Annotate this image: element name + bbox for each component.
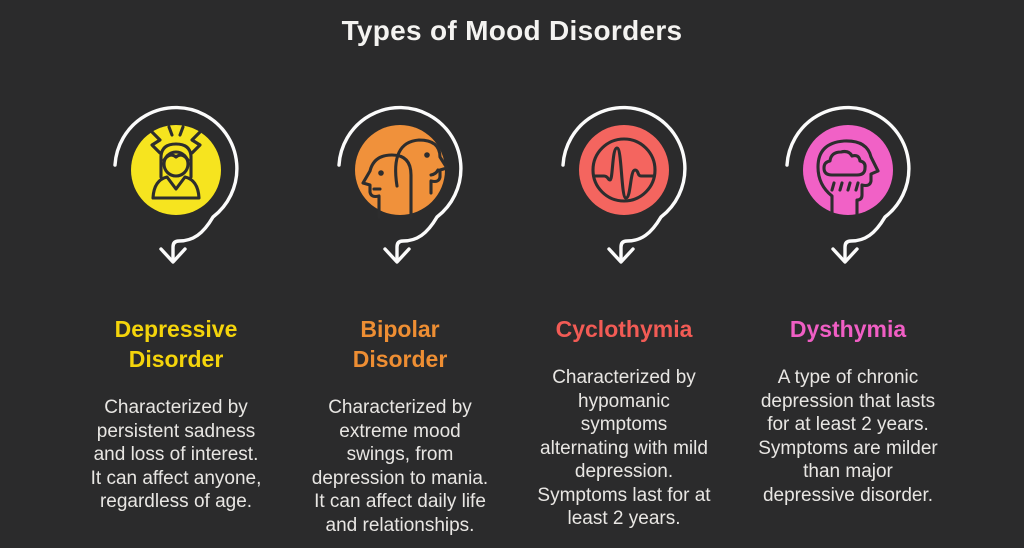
- column-cyclothymia: Cyclothymia Characterized by hypomanic s…: [512, 94, 736, 537]
- column-title-depressive-disorder: Depressive Disorder: [114, 316, 238, 372]
- loop-circle-arrow: [561, 105, 687, 261]
- page-title: Types of Mood Disorders: [341, 15, 683, 46]
- column-title-cyclothymia: Cyclothymia: [555, 316, 693, 342]
- arrow-down-icon: [383, 247, 411, 264]
- depressive-disorder-badge: [113, 105, 239, 264]
- column-title-bipolar-disorder: Bipolar Disorder: [352, 316, 448, 372]
- loop-circle-arrow: [113, 105, 239, 261]
- cyclothymia-badge: [561, 105, 687, 264]
- arrow-down-icon: [159, 247, 187, 264]
- column-bipolar-disorder: Bipolar Disorder Characterized by extrem…: [288, 94, 512, 537]
- dysthymia-badge: [785, 105, 911, 264]
- stressed-person-icon: [150, 125, 202, 200]
- icon-circle-bg: [355, 125, 445, 215]
- bipolar-disorder-badge: [337, 105, 463, 264]
- column-title-dysthymia: Dysthymia: [789, 316, 907, 342]
- column-description-dysthymia: A type of chronic depression that lasts …: [758, 367, 938, 506]
- column-depressive-disorder: Depressive Disorder Characterized by per…: [64, 94, 288, 537]
- mood-wave-icon: [591, 137, 657, 203]
- column-description-depressive-disorder: Characterized by persistent sadness and …: [90, 397, 262, 512]
- column-description-bipolar-disorder: Characterized by extreme mood swings, fr…: [311, 397, 489, 536]
- loop-circle-arrow: [785, 105, 911, 261]
- column-description-cyclothymia: Characterized by hypomanic symptoms alte…: [537, 367, 711, 529]
- columns-row: Depressive Disorder Characterized by per…: [64, 94, 960, 537]
- rain-cloud-head-icon: [816, 139, 880, 216]
- arrow-down-icon: [607, 247, 635, 264]
- arrow-down-icon: [831, 247, 859, 264]
- icon-circle-bg: [131, 125, 221, 215]
- icon-circle-bg: [803, 125, 893, 215]
- column-dysthymia: Dysthymia A type of chronic depression t…: [736, 94, 960, 537]
- loop-circle-arrow: [337, 105, 463, 261]
- two-faces-icon: [361, 138, 449, 219]
